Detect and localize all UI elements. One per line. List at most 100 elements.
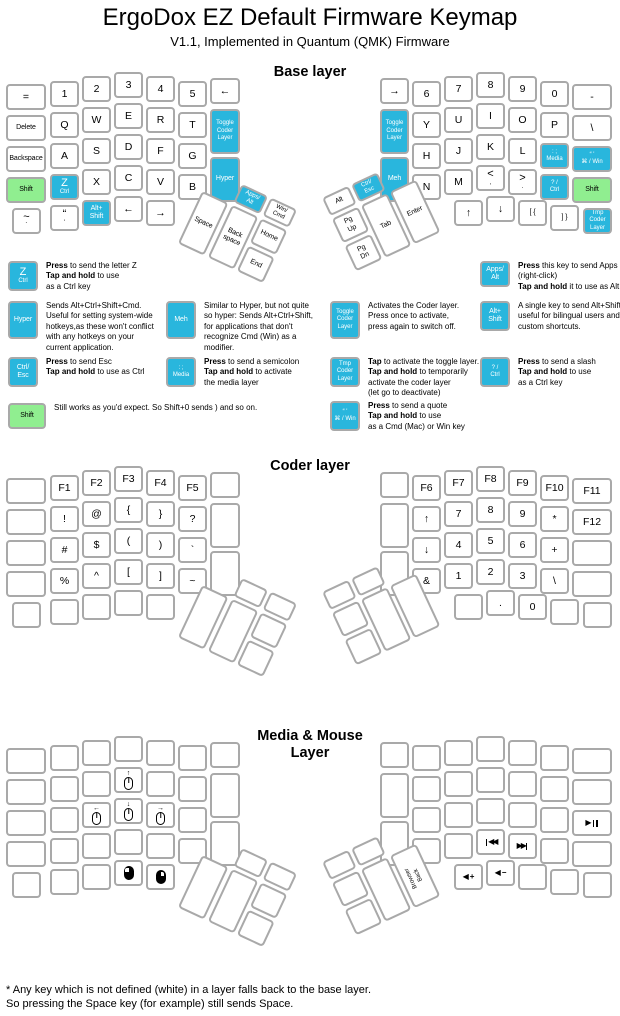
key-7: 7 (444, 76, 473, 102)
key-right-arrow: → (380, 78, 409, 104)
legend-text: Tap to activate the toggle layer.Tap and… (368, 357, 480, 398)
key-backspace: Backspace (6, 146, 46, 172)
key-blank (210, 773, 240, 818)
key-d: D (114, 134, 143, 160)
key-blank (50, 599, 79, 625)
key-x: X (82, 169, 111, 195)
key-asterisk: * (540, 506, 569, 532)
legend-key: Apps/Alt (480, 261, 510, 287)
key-3: 3 (508, 563, 537, 589)
key-blank (50, 838, 79, 864)
mouse-btn1-icon (123, 866, 134, 880)
key-blank (210, 503, 240, 548)
key-w: W (82, 107, 111, 133)
key-minus: - (572, 84, 612, 110)
key-left-bracket: [ (114, 559, 143, 585)
coder-layer-heading: Coder layer (270, 458, 350, 474)
key-blank (50, 869, 79, 895)
base-layer-heading: Base layer (273, 64, 347, 80)
key-blank (50, 745, 79, 771)
key-blank (210, 821, 240, 866)
key-blank (82, 740, 111, 766)
key-blank (380, 773, 409, 818)
key-blank (146, 833, 175, 859)
footnote-line1: * Any key which is not defined (white) i… (6, 984, 372, 996)
key-i: I (476, 103, 505, 129)
key-blank (178, 745, 207, 771)
key-up-arrow: ↑ (454, 200, 483, 226)
next-track-icon: ▶▶ (517, 842, 529, 850)
key-caret: ^ (82, 563, 111, 589)
key-m: M (444, 169, 473, 195)
key-blank (82, 833, 111, 859)
key-dollar: $ (82, 532, 111, 558)
key-a: A (50, 143, 79, 169)
key-backslash: \ (540, 568, 569, 594)
key-left-arrow: ← (114, 196, 143, 222)
key-blank (6, 841, 46, 867)
media-right-hand: ▶ ◀◀ ▶▶ ◀+ ◀− (378, 736, 620, 961)
key-left-paren: ( (114, 528, 143, 554)
key-meh: Meh (166, 301, 196, 339)
key-shift: Shift (6, 177, 46, 203)
key-apps-alt: Apps/Alt (480, 261, 510, 287)
key-blank (210, 472, 240, 498)
key-2: 2 (476, 559, 505, 585)
play-pause-icon: ▶ (572, 810, 612, 836)
key-blank (114, 829, 143, 855)
legend-key: : ;Media (166, 357, 196, 387)
key-blank (444, 740, 473, 766)
legend-key: Hyper (8, 301, 38, 339)
key-e: E (114, 103, 143, 129)
key-blank (114, 736, 143, 762)
key-ctrl: ? /Ctrl (540, 174, 569, 200)
mouse-down-icon: ↓ (114, 798, 143, 824)
footnote: * Any key which is not defined (white) i… (6, 984, 371, 1012)
key-blank (583, 602, 612, 628)
key-f1: F1 (50, 475, 79, 501)
volume-up-icon: ◀+ (462, 872, 475, 881)
key-blank (444, 802, 473, 828)
key-period: . (486, 590, 515, 616)
legend-key: Ctrl/Esc (8, 357, 38, 387)
key-blank (380, 742, 409, 768)
key-down-arrow: ↓ (412, 537, 441, 563)
key-blank (540, 838, 569, 864)
play-pause-icon: ▶ (585, 819, 598, 827)
prev-track-icon: ◀◀ (485, 838, 498, 846)
key-hash: # (50, 537, 79, 563)
key-k: K (476, 134, 505, 160)
key-left-bracket: [ { (518, 200, 547, 226)
key-delete: Delete (6, 115, 46, 141)
key-q: Q (50, 112, 79, 138)
key-4: 4 (146, 76, 175, 102)
key-9: 9 (508, 76, 537, 102)
legend-key: ? /Ctrl (480, 357, 510, 387)
key-ctrl: ? /Ctrl (480, 357, 510, 387)
key-blank (572, 540, 612, 566)
key-f3: F3 (114, 466, 143, 492)
key-greater-than: >. (508, 169, 537, 195)
key-alt-shift: Alt+Shift (480, 301, 510, 331)
key-blank (550, 599, 579, 625)
key-g: G (178, 143, 207, 169)
volume-down-icon: ◀− (494, 868, 507, 877)
key-equals: = (6, 84, 46, 110)
key-down-arrow: ↓ (486, 196, 515, 222)
mouse-left-icon: ← (92, 805, 101, 825)
key-alt-shift: Alt+Shift (82, 200, 111, 226)
legend-key: “ '⌘ / Win (330, 401, 360, 431)
key-8: 8 (476, 497, 505, 523)
key-ctrl-esc: Ctrl/Esc (8, 357, 38, 387)
